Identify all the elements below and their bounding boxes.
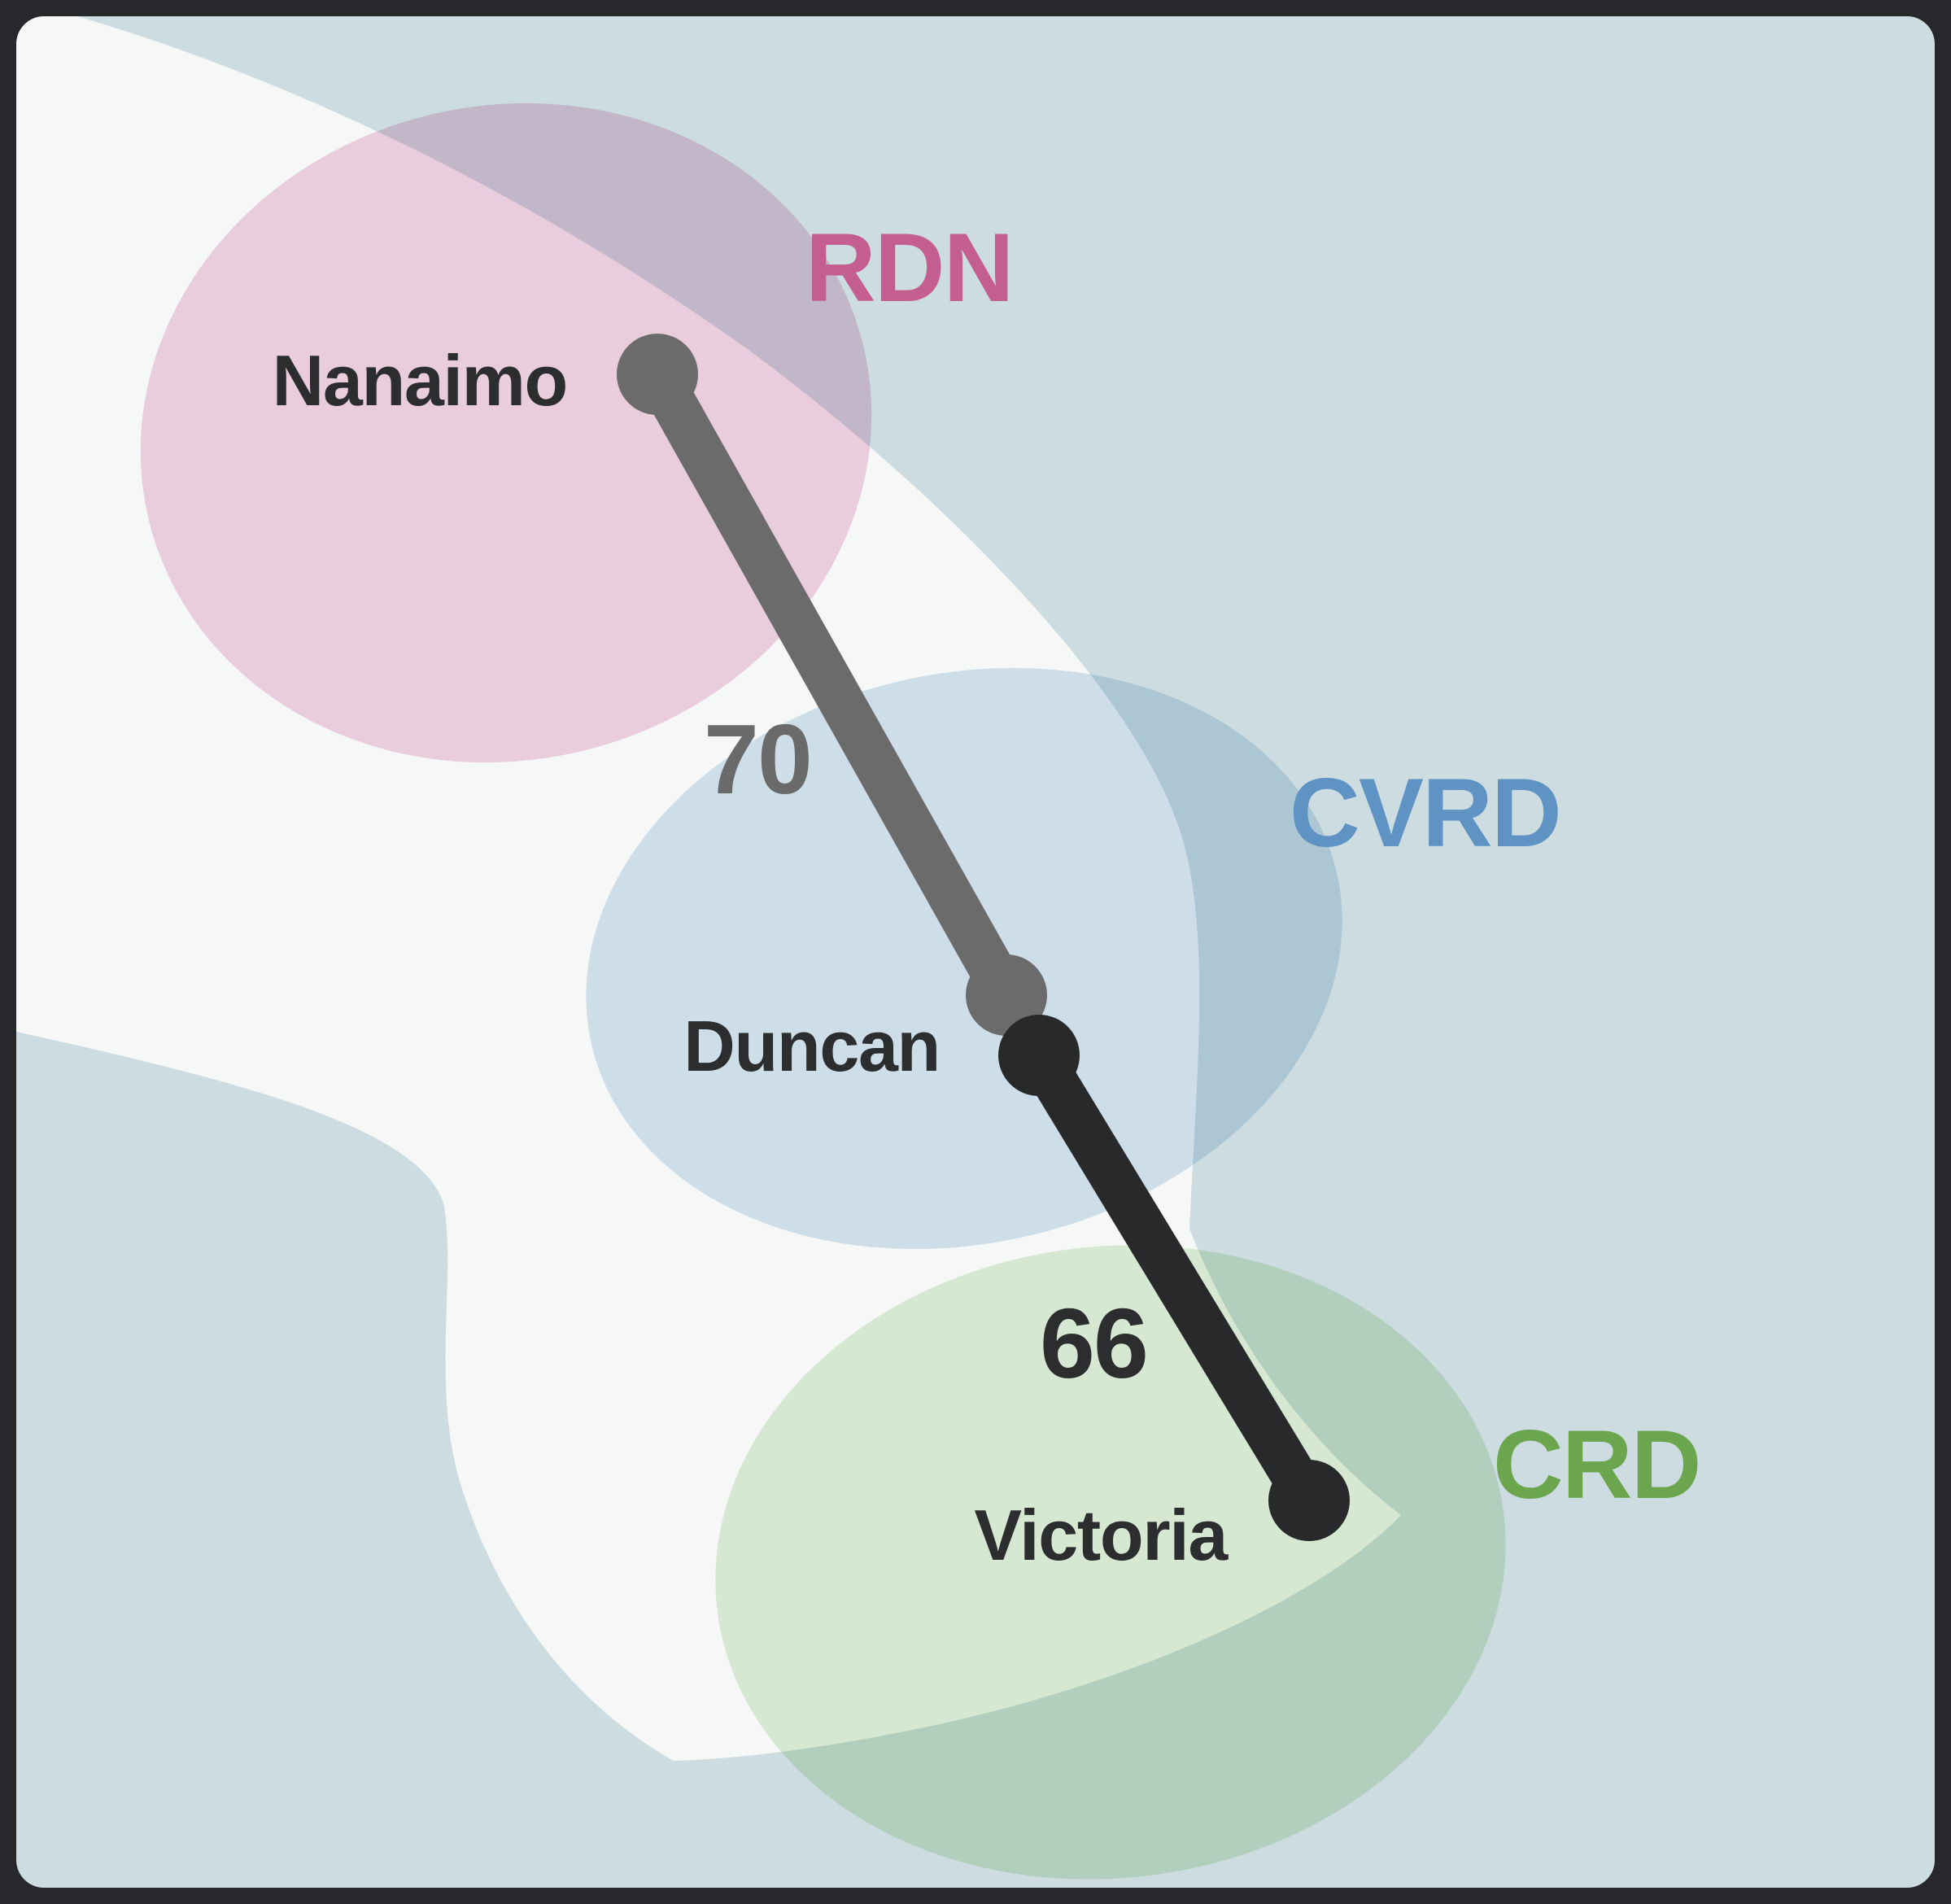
region-rdn-area <box>140 103 872 763</box>
route-segment-duncan-victoria <box>1019 1043 1329 1513</box>
region-crd-area <box>715 1245 1506 1880</box>
distance-label-duncan-victoria: 66 <box>1040 1288 1147 1399</box>
region-label-rdn: RDN <box>805 213 1013 322</box>
duncan-node-south <box>998 1015 1080 1096</box>
region-label-crd: CRD <box>1493 1410 1700 1519</box>
region-label-cvrd: CVRD <box>1290 758 1560 867</box>
nanaimo-node <box>617 334 698 415</box>
city-label-duncan: Duncan <box>683 1006 940 1086</box>
city-label-victoria: Victoria <box>974 1495 1229 1575</box>
duncan-node-north <box>966 954 1047 1036</box>
route-segment-nanaimo-duncan <box>637 363 1027 1007</box>
victoria-node <box>1268 1460 1350 1541</box>
distance-label-nanaimo-duncan: 70 <box>704 704 811 814</box>
city-label-nanaimo: Nanaimo <box>273 340 567 421</box>
